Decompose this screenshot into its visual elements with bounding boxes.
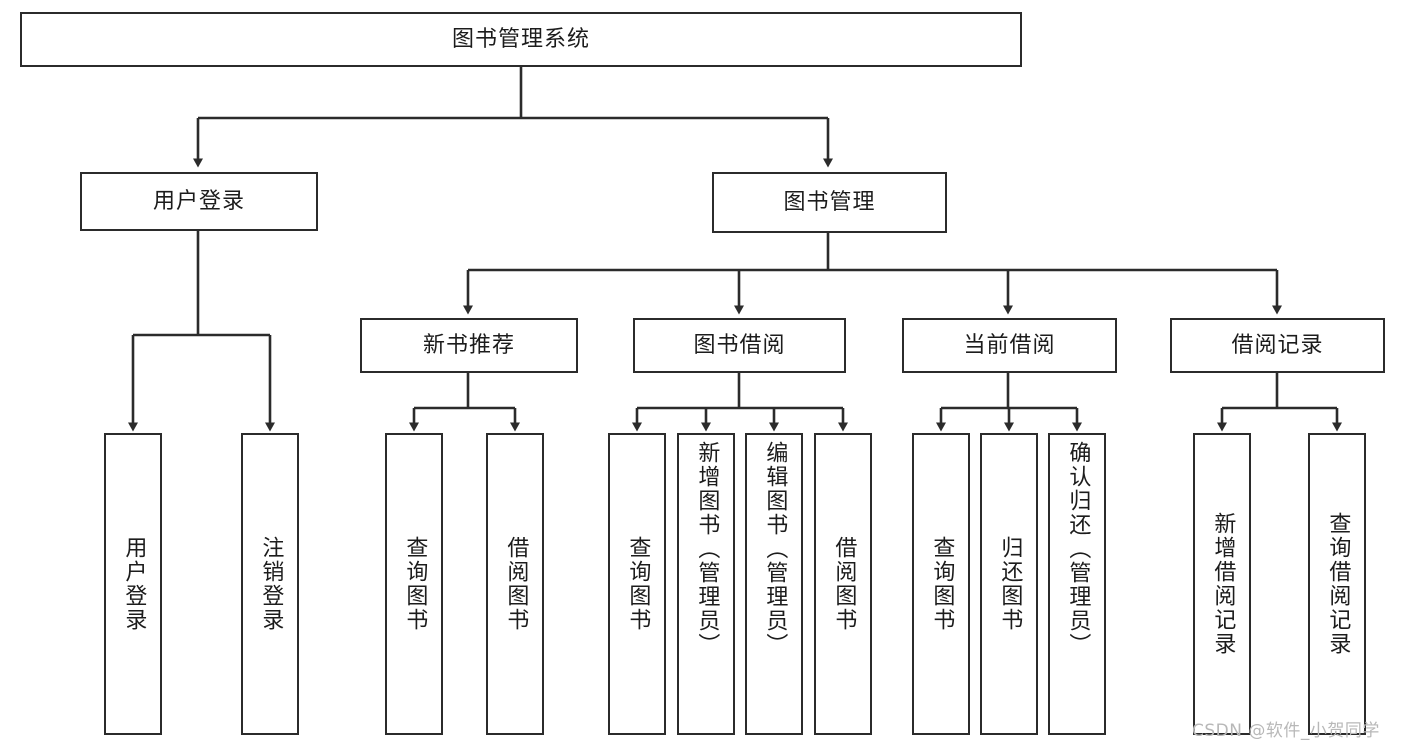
node-current-borrow[interactable]: 当前借阅 bbox=[902, 318, 1117, 373]
node-label: 查询图书 bbox=[625, 536, 651, 632]
node-label: 用户登录 bbox=[152, 188, 245, 214]
node-label: 用户登录 bbox=[121, 536, 147, 632]
leaf-query-book-nbr[interactable]: 查询图书 bbox=[385, 433, 443, 735]
node-label: 借阅图书 bbox=[503, 536, 529, 632]
node-label: 归还图书 bbox=[997, 536, 1023, 632]
leaf-query-book-cb[interactable]: 查询图书 bbox=[912, 433, 970, 735]
leaf-user-login[interactable]: 用户登录 bbox=[104, 433, 162, 735]
leaf-borrow-book-bb[interactable]: 借阅图书 bbox=[814, 433, 872, 735]
node-user-login[interactable]: 用户登录 bbox=[80, 172, 318, 231]
node-label: 当前借阅 bbox=[963, 332, 1056, 358]
node-borrow-record[interactable]: 借阅记录 bbox=[1170, 318, 1385, 373]
node-label: 新增图书（管理员） bbox=[694, 441, 720, 657]
node-label: 图书管理系统 bbox=[451, 26, 590, 52]
node-label: 查询图书 bbox=[929, 536, 955, 632]
leaf-query-borrow-record[interactable]: 查询借阅记录 bbox=[1308, 433, 1366, 735]
leaf-return-book[interactable]: 归还图书 bbox=[980, 433, 1038, 735]
node-label: 查询借阅记录 bbox=[1325, 512, 1351, 656]
node-new-book-recommend[interactable]: 新书推荐 bbox=[360, 318, 578, 373]
node-label: 借阅记录 bbox=[1231, 332, 1324, 358]
leaf-add-book-admin[interactable]: 新增图书（管理员） bbox=[677, 433, 735, 735]
leaf-logout[interactable]: 注销登录 bbox=[241, 433, 299, 735]
node-label: 编辑图书（管理员） bbox=[762, 441, 788, 657]
node-label: 查询图书 bbox=[402, 536, 428, 632]
node-book-borrow[interactable]: 图书借阅 bbox=[633, 318, 846, 373]
node-label: 借阅图书 bbox=[831, 536, 857, 632]
node-root-system[interactable]: 图书管理系统 bbox=[20, 12, 1022, 67]
node-label: 图书管理 bbox=[783, 189, 876, 215]
node-label: 新增借阅记录 bbox=[1210, 512, 1236, 656]
node-label: 注销登录 bbox=[258, 536, 284, 632]
leaf-confirm-return-admin[interactable]: 确认归还（管理员） bbox=[1048, 433, 1106, 735]
node-book-management[interactable]: 图书管理 bbox=[712, 172, 947, 233]
node-label: 图书借阅 bbox=[693, 332, 786, 358]
leaf-edit-book-admin[interactable]: 编辑图书（管理员） bbox=[745, 433, 803, 735]
leaf-add-borrow-record[interactable]: 新增借阅记录 bbox=[1193, 433, 1251, 735]
node-label: 新书推荐 bbox=[422, 332, 515, 358]
leaf-borrow-book-nbr[interactable]: 借阅图书 bbox=[486, 433, 544, 735]
node-label: 确认归还（管理员） bbox=[1065, 441, 1091, 657]
leaf-query-book-bb[interactable]: 查询图书 bbox=[608, 433, 666, 735]
